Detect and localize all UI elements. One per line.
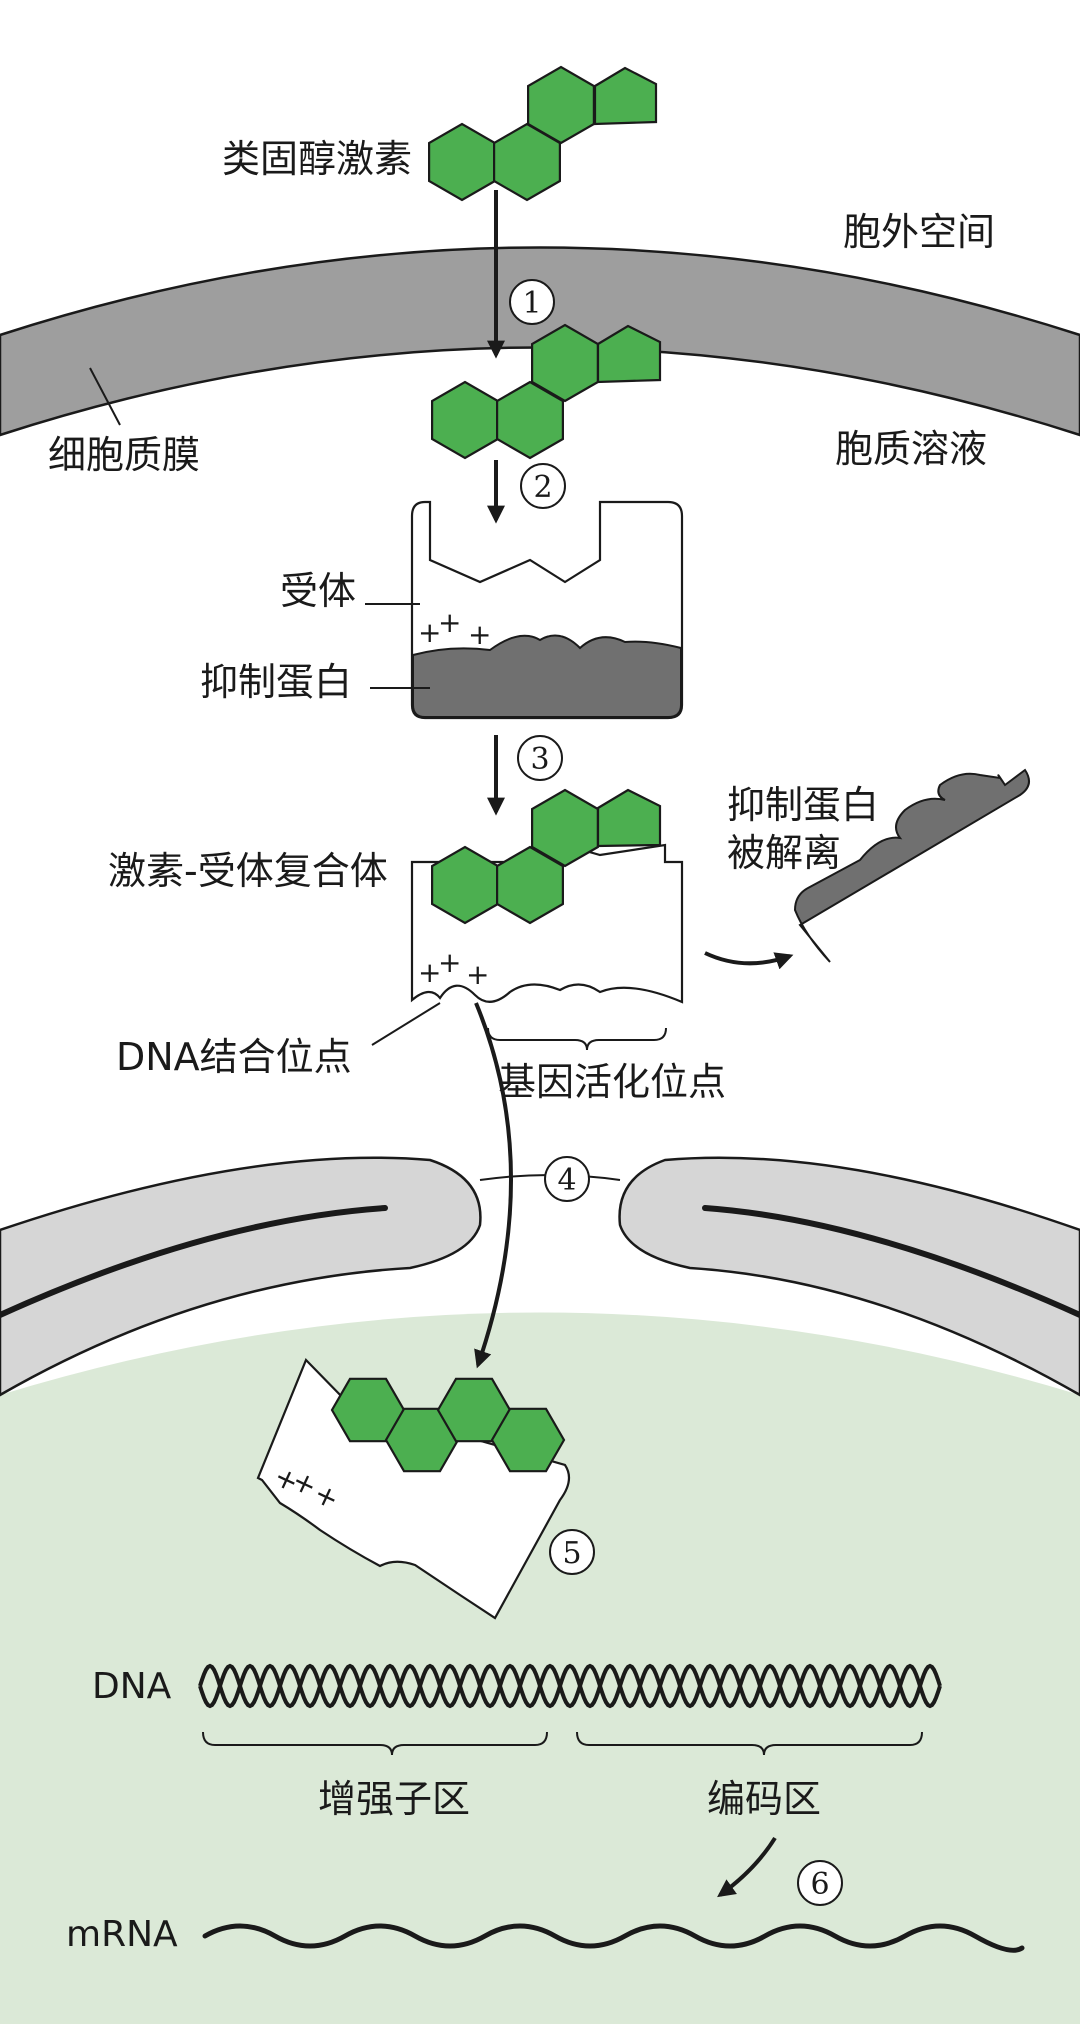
steroid-hormone-molecule — [428, 65, 658, 202]
step-3-marker: 3 — [517, 735, 563, 781]
label-dna: DNA — [92, 1666, 172, 1707]
step-6-marker: 6 — [797, 1860, 843, 1906]
complex-plus-2: + — [438, 946, 461, 979]
dna-strand-1 — [198, 1663, 942, 1709]
mrna-strand — [202, 1923, 1025, 1953]
cell-membrane-pointer — [89, 367, 121, 426]
arrow-step-4 — [474, 1002, 513, 1369]
complex-plus-1: + — [418, 956, 441, 989]
inhibitor-protein-shape — [412, 634, 682, 718]
dna-strand-2 — [198, 1663, 942, 1709]
label-cytosol: 胞质溶液 — [835, 427, 987, 471]
label-cell-membrane: 细胞质膜 — [48, 433, 200, 477]
released-inhibitor-shape — [793, 768, 1030, 963]
label-enhancer-region: 增强子区 — [318, 1777, 470, 1821]
nuclear-envelope-left — [0, 1156, 482, 1397]
step-4-marker: 4 — [544, 1156, 590, 1202]
steroid-ring — [431, 380, 499, 460]
dna-binding-site-pointer — [371, 1002, 441, 1046]
label-coding-region: 编码区 — [707, 1777, 821, 1821]
steroid-ring — [428, 122, 496, 202]
step-2-marker: 2 — [520, 463, 566, 509]
enhancer-region-brace — [202, 1731, 548, 1756]
nuclear-envelope-left-inner — [0, 1205, 388, 1318]
label-dna-binding-site: DNA结合位点 — [116, 1035, 352, 1079]
svg-text:4: 4 — [557, 1163, 576, 1198]
inhibitor-release-arrow — [704, 951, 794, 970]
receptor-plus-1: + — [418, 616, 441, 649]
svg-text:2: 2 — [533, 470, 552, 505]
steroid-pentagon-ring — [596, 788, 662, 848]
label-hormone-receptor-complex: 激素-受体复合体 — [108, 849, 388, 893]
step-5-marker: 5 — [549, 1529, 595, 1575]
gene-activation-brace — [487, 1027, 667, 1051]
steroid-pentagon-ring — [596, 324, 662, 384]
arrow-step-6 — [717, 1836, 777, 1898]
label-inhibitor-protein: 抑制蛋白 — [200, 660, 352, 704]
svg-text:5: 5 — [562, 1536, 581, 1571]
label-extracellular-space: 胞外空间 — [843, 210, 995, 254]
hormone-in-nucleus — [330, 1377, 566, 1473]
nuclear-complex-shape — [256, 1358, 571, 1620]
label-steroid-hormone: 类固醇激素 — [222, 137, 412, 181]
label-inhibitor-released-1: 抑制蛋白 — [727, 783, 879, 827]
complex-plus-3: + — [466, 958, 489, 991]
steroid-ring — [490, 1407, 566, 1473]
nuclear-envelope-right-inner — [702, 1205, 1080, 1318]
svg-text:6: 6 — [810, 1867, 829, 1902]
hormone-in-complex — [431, 788, 662, 925]
label-mrna: mRNA — [66, 1914, 178, 1955]
svg-text:1: 1 — [522, 286, 541, 321]
step-1-marker: 1 — [509, 279, 555, 325]
nuclear-envelope-right — [618, 1156, 1080, 1397]
dna-helix — [198, 1663, 942, 1709]
label-inhibitor-released-2: 被解离 — [727, 831, 841, 875]
svg-text:3: 3 — [530, 742, 549, 777]
steroid-hormone-in-cytosol — [431, 323, 662, 460]
label-gene-activation-site: 基因活化位点 — [498, 1060, 726, 1104]
label-receptor: 受体 — [280, 569, 356, 613]
coding-region-brace — [576, 1731, 923, 1756]
receptor-plus-2: + — [438, 606, 461, 639]
receptor-plus-3: + — [468, 618, 491, 651]
steroid-pentagon-ring — [593, 66, 658, 126]
